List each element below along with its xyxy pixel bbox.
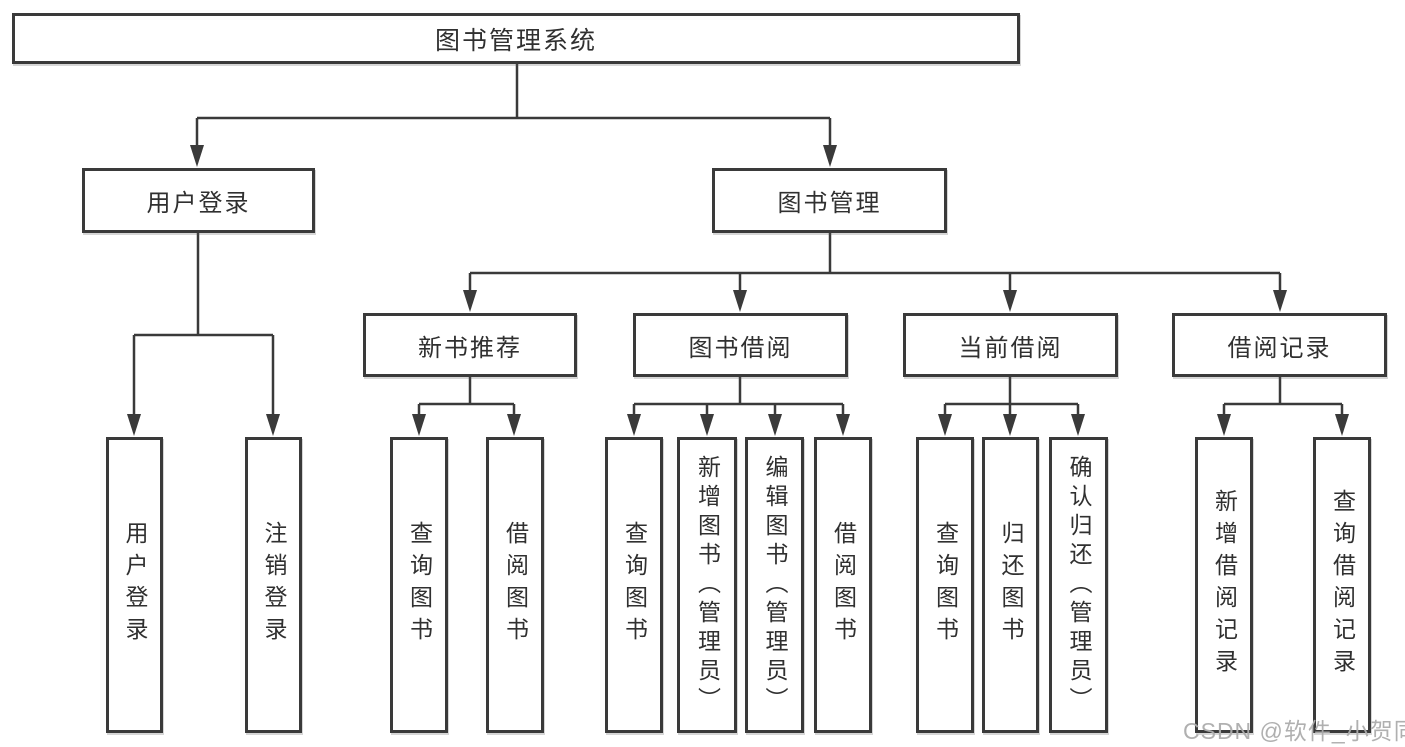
leaf-borrow-books-recommend: 借阅图书 — [486, 437, 544, 733]
leaf-query-books-current: 查询图书 — [916, 437, 974, 733]
csdn-watermark: CSDN @软件_小贺同学 — [1183, 718, 1405, 744]
leaf-add-books-admin: 新增图书（管理员） — [677, 437, 737, 733]
leaf-add-borrow-record: 新增借阅记录 — [1195, 437, 1253, 733]
leaf-edit-books-admin: 编辑图书（管理员） — [745, 437, 804, 733]
node-book-borrowing: 图书借阅 — [633, 313, 848, 377]
leaf-query-books-recommend: 查询图书 — [390, 437, 448, 733]
leaf-return-books: 归还图书 — [982, 437, 1039, 733]
node-book-management: 图书管理 — [712, 168, 947, 233]
node-current-borrowing: 当前借阅 — [903, 313, 1118, 377]
leaf-query-borrow-record: 查询借阅记录 — [1313, 437, 1371, 733]
leaf-user-login: 用户登录 — [106, 437, 163, 733]
leaf-query-books-borrowing: 查询图书 — [605, 437, 663, 733]
leaf-confirm-return-admin: 确认归还（管理员） — [1049, 437, 1108, 733]
leaf-logout: 注销登录 — [245, 437, 302, 733]
node-user-login: 用户登录 — [82, 168, 315, 233]
node-new-book-recommend: 新书推荐 — [363, 313, 577, 377]
node-borrow-records: 借阅记录 — [1172, 313, 1387, 377]
node-root: 图书管理系统 — [12, 13, 1020, 64]
leaf-borrow-books-borrowing: 借阅图书 — [814, 437, 872, 733]
